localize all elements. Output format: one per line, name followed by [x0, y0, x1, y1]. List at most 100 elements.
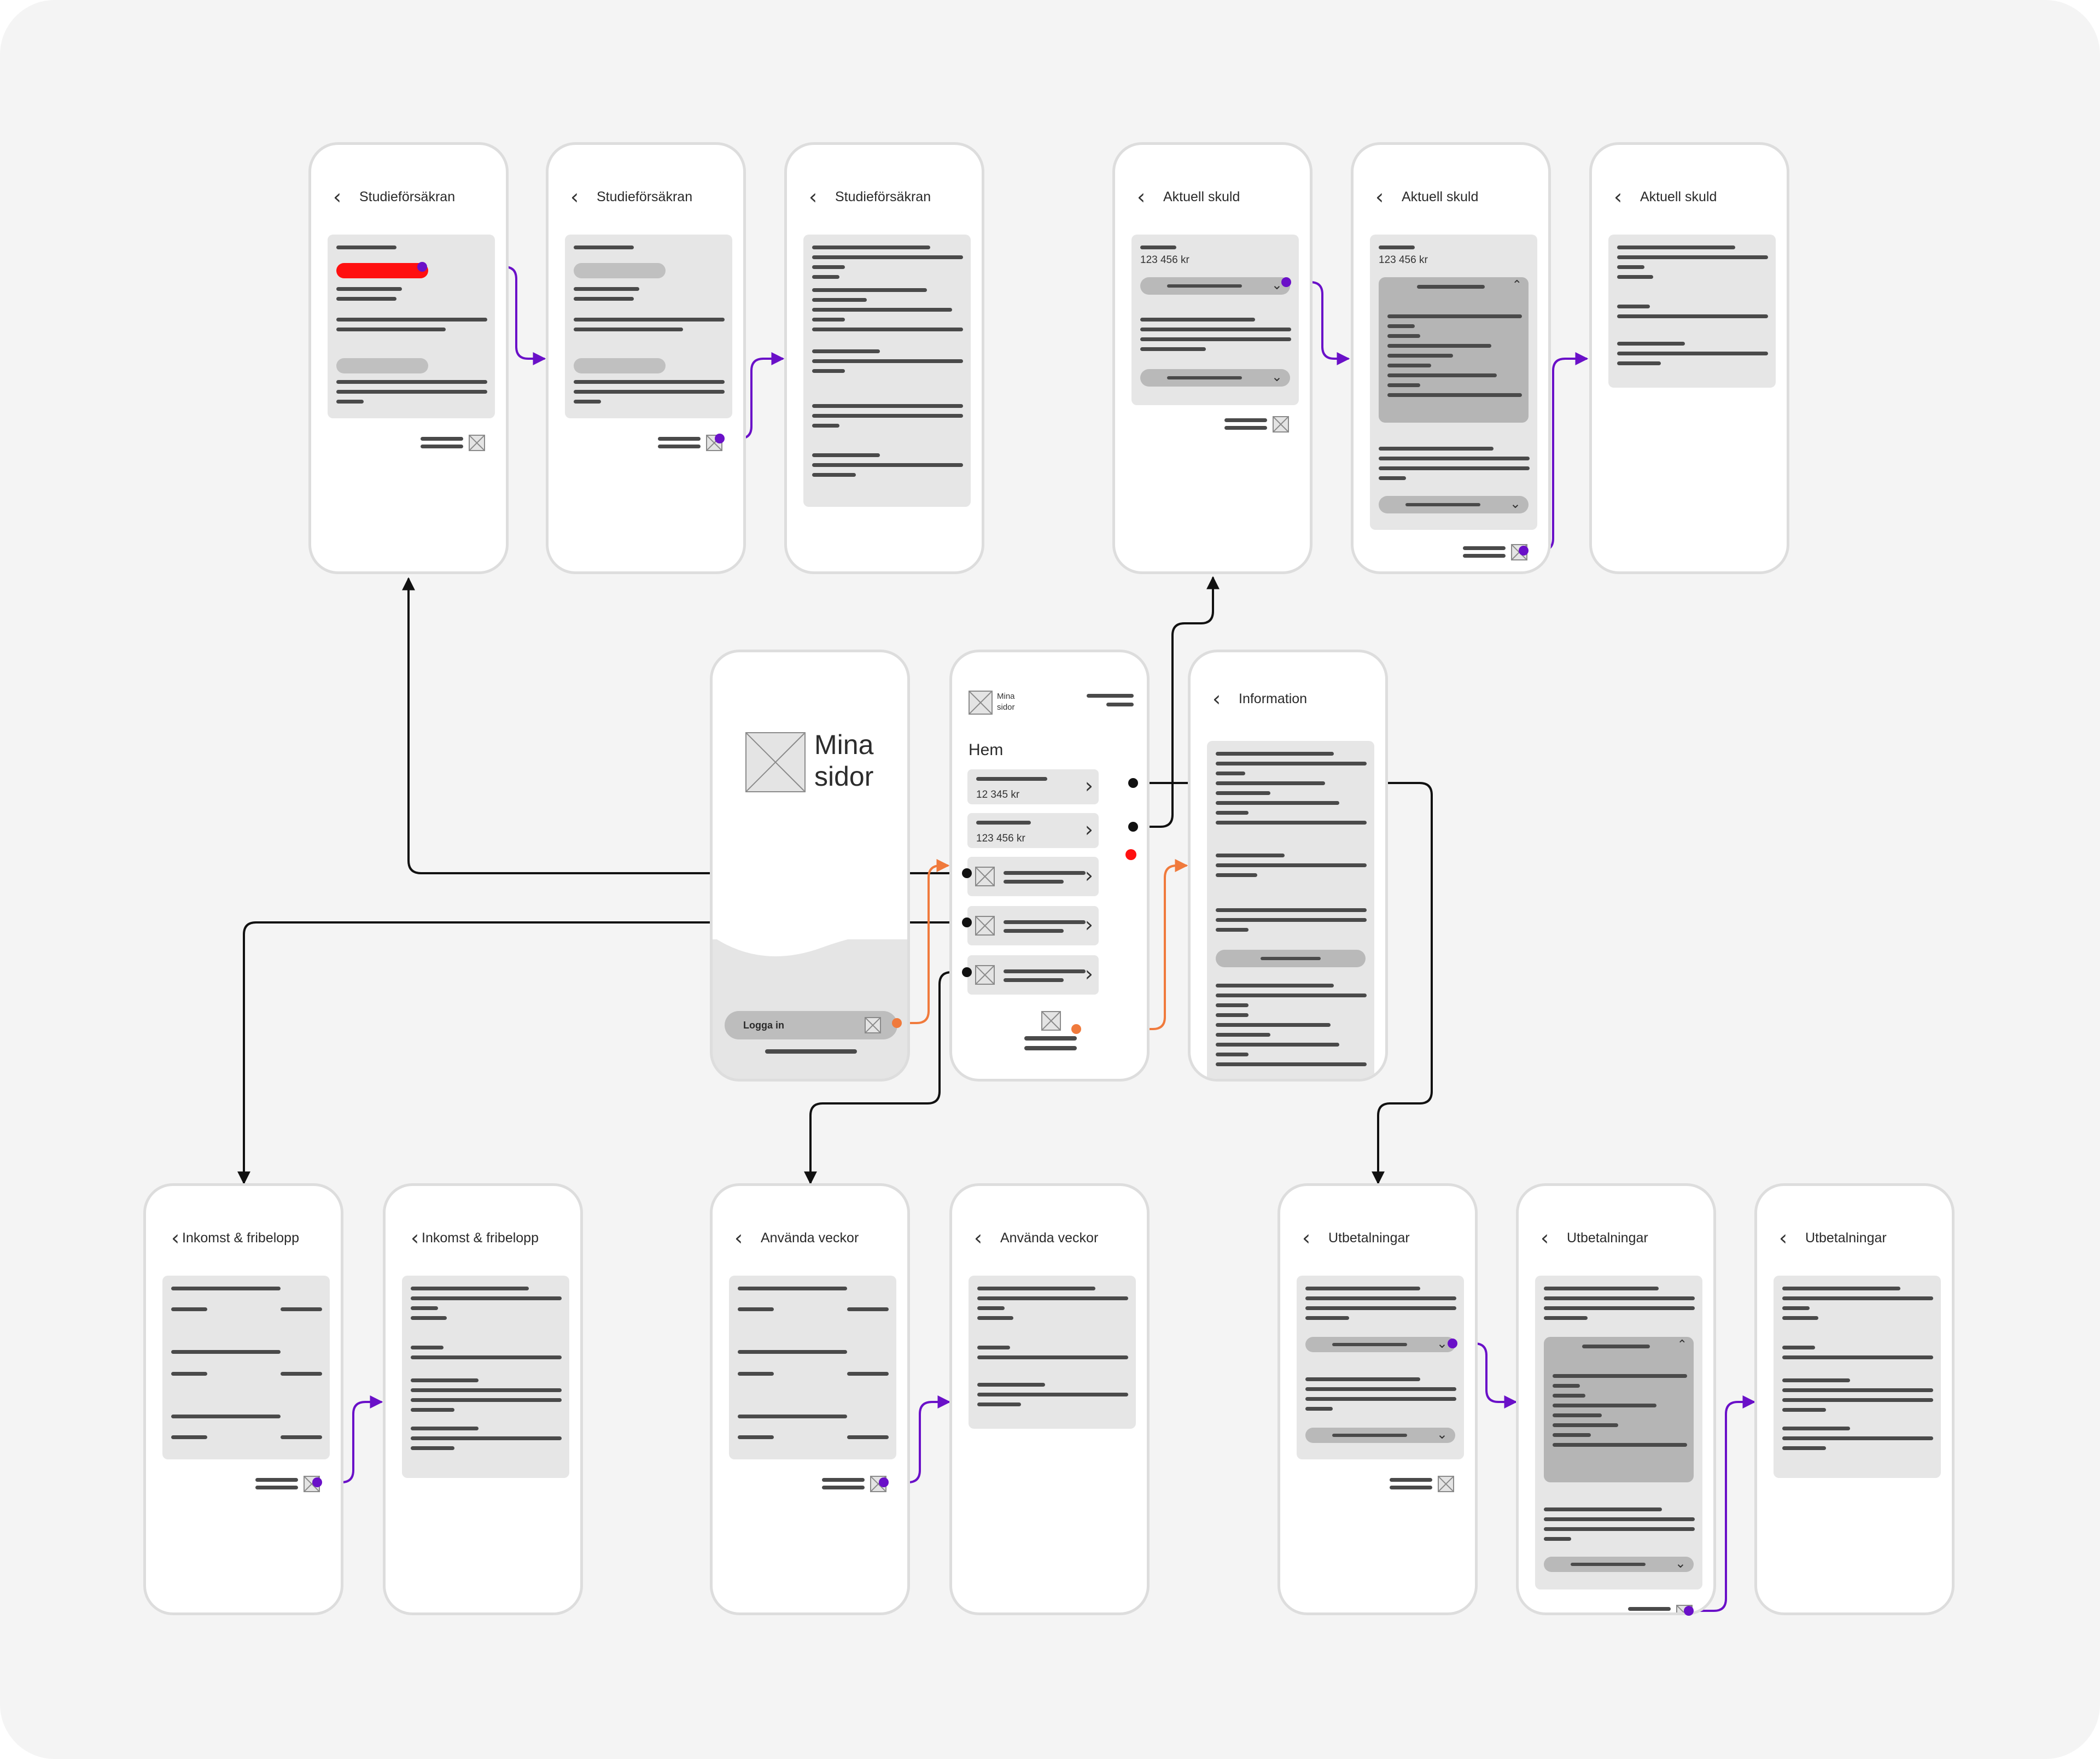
back-chevron-icon[interactable]: [171, 1227, 181, 1249]
placeholder-image-icon[interactable]: [304, 1476, 320, 1492]
screen-studieforsakran-3: Studieförsäkran: [784, 142, 984, 574]
back-chevron-icon[interactable]: [1779, 1227, 1796, 1249]
dropdown[interactable]: ⌄: [1379, 496, 1529, 513]
alert-field[interactable]: [336, 263, 428, 278]
screen-aktuell-skuld-1: Aktuell skuld 123 456 kr ⌄ ⌄: [1112, 142, 1312, 574]
placeholder-image-icon: [865, 1017, 881, 1033]
screen-title: Utbetalningar: [1567, 1230, 1648, 1246]
screen-veckor-1: Använda veckor: [710, 1183, 910, 1615]
home-row-studieforsakran[interactable]: ›: [967, 857, 1099, 896]
screen-studieforsakran-2: Studieförsäkran: [546, 142, 746, 574]
flow-skuld-1-to-2: [1286, 281, 1350, 365]
chevron-right-icon: ›: [1084, 774, 1093, 798]
login-button[interactable]: Logga in: [725, 1011, 897, 1039]
placeholder-image-icon[interactable]: [1438, 1476, 1454, 1492]
placeholder-image-icon: [975, 965, 995, 985]
placeholder-image-icon[interactable]: [1273, 416, 1289, 433]
dropdown[interactable]: ⌄: [1140, 277, 1290, 295]
screen-utbetalningar-3: Utbetalningar: [1754, 1183, 1955, 1615]
back-chevron-icon[interactable]: [1212, 688, 1230, 710]
placeholder-image-icon: [975, 867, 995, 886]
back-chevron-icon[interactable]: [809, 186, 826, 208]
back-chevron-icon[interactable]: [974, 1227, 991, 1249]
dropdown[interactable]: ⌄: [1140, 369, 1290, 387]
chevron-down-icon: ⌄: [1271, 277, 1282, 293]
chevron-right-icon: ›: [1084, 863, 1093, 887]
content-card: [1608, 235, 1776, 388]
screen-hem: Mina sidor Hem 12 345 kr › 123 456 kr › …: [949, 650, 1150, 1082]
chevron-up-icon: ⌃: [1512, 278, 1522, 292]
placeholder-image-icon[interactable]: [1511, 544, 1527, 560]
screen-title: Aktuell skuld: [1402, 189, 1479, 204]
screen-title: Använda veckor: [1000, 1230, 1099, 1246]
back-chevron-icon[interactable]: [734, 1227, 752, 1249]
chevron-right-icon: ›: [1084, 962, 1093, 986]
page-heading: Hem: [969, 741, 1004, 759]
screen-aktuell-skuld-3: Aktuell skuld: [1589, 142, 1789, 574]
content-card: [162, 1276, 330, 1459]
hamburger-menu-icon[interactable]: [1087, 694, 1136, 710]
expanded-dropdown[interactable]: ⌃: [1379, 277, 1529, 423]
expanded-dropdown[interactable]: ⌃: [1544, 1337, 1694, 1482]
screen-title: Utbetalningar: [1328, 1230, 1410, 1246]
app-logo: [745, 732, 806, 792]
back-chevron-icon[interactable]: [570, 186, 588, 208]
placeholder-image-icon[interactable]: [1676, 1605, 1693, 1612]
placeholder-image-icon[interactable]: [870, 1476, 886, 1492]
back-chevron-icon[interactable]: [1375, 186, 1393, 208]
login-button-label: Logga in: [743, 1020, 784, 1031]
screen-title: Utbetalningar: [1805, 1230, 1887, 1246]
screen-title: Information: [1239, 691, 1308, 706]
home-row-income[interactable]: 12 345 kr ›: [967, 769, 1099, 804]
dropdown[interactable]: ⌄: [1305, 1427, 1455, 1443]
chevron-down-icon: ⌄: [1436, 1336, 1448, 1351]
placeholder-image-icon[interactable]: [469, 435, 485, 451]
chevron-up-icon: ⌃: [1677, 1338, 1687, 1352]
back-chevron-icon[interactable]: [1137, 186, 1154, 208]
placeholder-image-icon[interactable]: [1041, 1011, 1061, 1031]
back-chevron-icon[interactable]: [411, 1227, 421, 1249]
screen-title: Aktuell skuld: [1163, 189, 1240, 204]
flow-home-to-veckor: [804, 971, 967, 1185]
app-logo-small: [969, 691, 993, 715]
content-card: [565, 235, 732, 418]
home-row-veckor[interactable]: ›: [967, 955, 1099, 995]
dropdown[interactable]: ⌄: [1305, 1336, 1455, 1352]
logo-text-line1: Mina: [997, 692, 1015, 701]
content-card: 123 456 kr ⌃ ⌄: [1370, 235, 1537, 530]
content-card: [402, 1276, 569, 1478]
dropdown[interactable]: [1216, 950, 1366, 967]
dropdown[interactable]: ⌄: [1544, 1556, 1694, 1572]
row-amount: 123 456 kr: [976, 833, 1025, 844]
screen-inkomst-2: Inkomst & fribelopp: [383, 1183, 583, 1615]
flow-home-to-aktuell-skuld: [1133, 576, 1220, 828]
home-row-inkomst[interactable]: ›: [967, 906, 1099, 945]
row-amount: 12 345 kr: [976, 789, 1020, 800]
screen-title: Studieförsäkran: [835, 189, 931, 204]
placeholder-image-icon: [975, 916, 995, 936]
screen-information: Information: [1188, 650, 1388, 1082]
screen-utbetalningar-2: Utbetalningar ⌃ ⌄: [1516, 1183, 1716, 1615]
screen-inkomst-1: Inkomst & fribelopp: [143, 1183, 343, 1615]
flow-inkomst-1-to-2: [317, 1395, 383, 1483]
chevron-right-icon: ›: [1084, 913, 1093, 937]
flow-veckor-1-to-2: [884, 1395, 951, 1483]
debt-amount: 123 456 kr: [1140, 254, 1189, 266]
screen-veckor-2: Använda veckor: [949, 1183, 1150, 1615]
home-row-debt[interactable]: 123 456 kr ›: [967, 813, 1099, 848]
back-chevron-icon[interactable]: [1302, 1227, 1320, 1249]
content-card: [969, 1276, 1136, 1429]
screen-title: Aktuell skuld: [1640, 189, 1717, 204]
back-chevron-icon[interactable]: [1541, 1227, 1558, 1249]
placeholder-image-icon[interactable]: [706, 435, 722, 451]
screen-utbetalningar-1: Utbetalningar ⌄ ⌄: [1278, 1183, 1478, 1615]
back-chevron-icon[interactable]: [1614, 186, 1631, 208]
screen-aktuell-skuld-2: Aktuell skuld 123 456 kr ⌃ ⌄: [1351, 142, 1551, 574]
content-card: [729, 1276, 896, 1459]
screen-title: Studieförsäkran: [359, 189, 456, 204]
screen-title: Inkomst & fribelopp: [422, 1230, 539, 1246]
content-card: 123 456 kr ⌄ ⌄: [1131, 235, 1299, 405]
chevron-down-icon: ⌄: [1271, 369, 1282, 384]
debt-amount: 123 456 kr: [1379, 254, 1428, 266]
back-chevron-icon[interactable]: [333, 186, 351, 208]
